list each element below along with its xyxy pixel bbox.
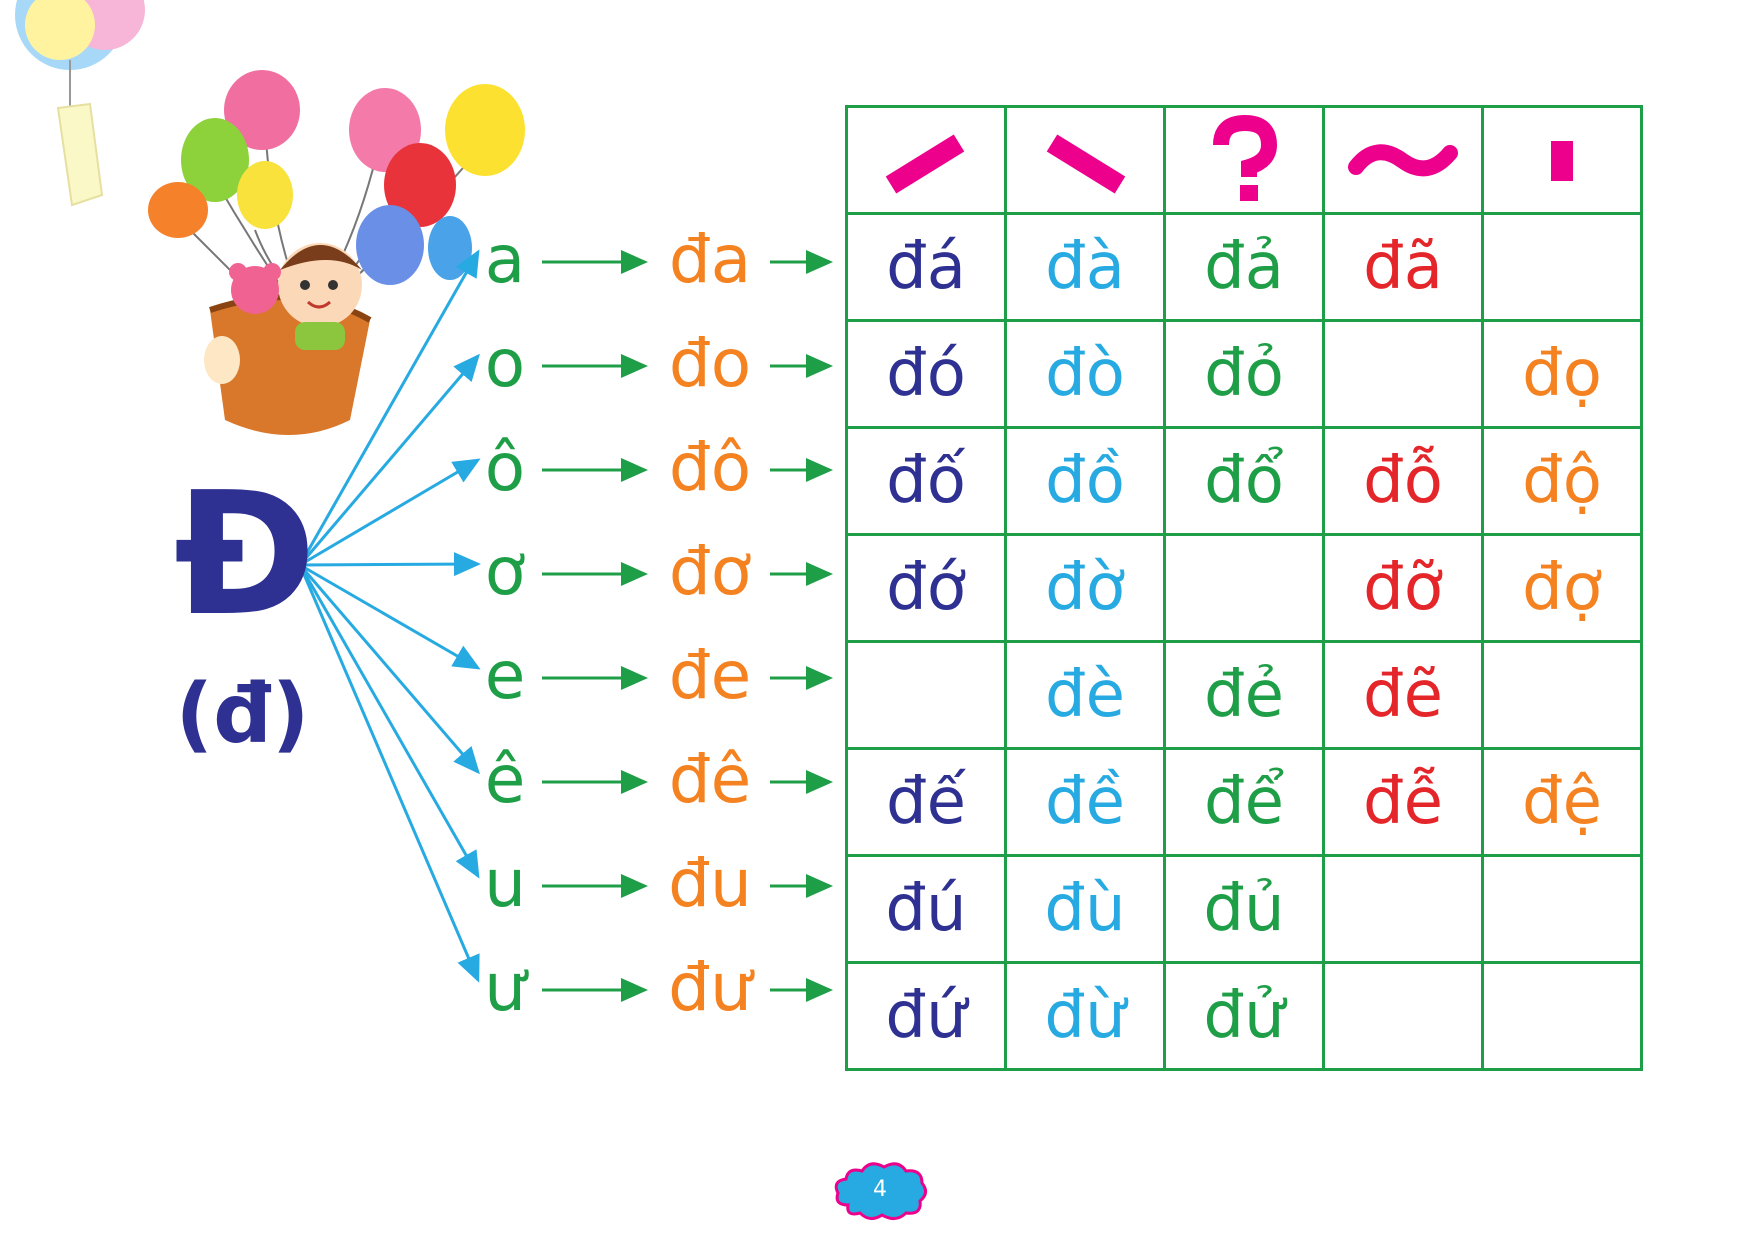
tone-header-sac: [845, 105, 1007, 215]
fan-arrow: [298, 564, 480, 983]
grid-cell: đà: [1004, 212, 1166, 322]
main-letter-uppercase: Đ: [173, 456, 317, 654]
vowel-label: ư: [484, 949, 526, 1026]
row-o: o đo: [470, 314, 840, 419]
grid-cell: đù: [1004, 854, 1166, 964]
row-u: u đu: [470, 834, 840, 939]
main-letter-lowercase: (đ): [175, 667, 310, 762]
grid-row: đè đẻ đẽ: [845, 640, 1643, 750]
syllable-label: đe: [668, 637, 752, 714]
tone-header-nang: [1481, 105, 1643, 215]
grid-cell: đọ: [1481, 319, 1643, 429]
row-a: a đa: [470, 210, 840, 315]
grid-cell: đờ: [1004, 533, 1166, 643]
grid-cell: đố: [845, 426, 1007, 536]
syllable-label: đơ: [668, 533, 752, 610]
vowel-label: e: [484, 637, 526, 714]
grid-cell: đỡ: [1322, 533, 1484, 643]
grid-cell: đừ: [1004, 961, 1166, 1071]
grid-row: đó đò đỏ đọ: [845, 319, 1643, 429]
grid-cell: [1481, 212, 1643, 322]
grid-cell: [1163, 533, 1325, 643]
huyen-mark-icon: [1046, 134, 1126, 194]
grid-cell: đế: [845, 747, 1007, 857]
grid-cell: đè: [1004, 640, 1166, 750]
grid-cell: đã: [1322, 212, 1484, 322]
grid-cell: đủ: [1163, 854, 1325, 964]
vowel-label: o: [484, 325, 526, 402]
grid-cell: đễ: [1322, 747, 1484, 857]
grid-cell: đồ: [1004, 426, 1166, 536]
nga-mark-icon: [1348, 144, 1458, 177]
grid-cell: đẽ: [1322, 640, 1484, 750]
grid-cell: đá: [845, 212, 1007, 322]
cloud-badge-icon: [834, 1162, 927, 1220]
syllable-label: đê: [668, 741, 752, 818]
grid-cell: đỗ: [1322, 426, 1484, 536]
vowel-label: ê: [484, 741, 526, 818]
row-u-horn: ư đư: [470, 938, 840, 1043]
tone-header-nga: [1322, 105, 1484, 215]
tone-header-hoi: [1163, 105, 1325, 215]
grid-row: đớ đờ đỡ đợ: [845, 533, 1643, 643]
grid-cell: [1481, 854, 1643, 964]
syllable-label: đô: [668, 429, 752, 506]
grid-cell: đổ: [1163, 426, 1325, 536]
row-e: e đe: [470, 626, 840, 731]
fan-arrow: [299, 563, 481, 670]
grid-cell: đớ: [845, 533, 1007, 643]
grid-cell: đò: [1004, 319, 1166, 429]
vowel-label: a: [484, 221, 526, 298]
fan-arrow: [299, 458, 481, 567]
tone-header-row: [845, 105, 1643, 215]
grid-cell: [1322, 961, 1484, 1071]
syllable-label: đo: [668, 325, 752, 402]
grid-cell: đợ: [1481, 533, 1643, 643]
grid-cell: đẻ: [1163, 640, 1325, 750]
vowel-label: ơ: [484, 533, 526, 610]
grid-row: đố đồ đổ đỗ độ: [845, 426, 1643, 536]
tone-header-huyen: [1004, 105, 1166, 215]
grid-row: đá đà đả đã: [845, 212, 1643, 322]
row-e-circumflex: ê đê: [470, 730, 840, 835]
syllable-label: đư: [668, 949, 752, 1026]
grid-row: đứ đừ đử: [845, 961, 1643, 1071]
syllable-label: đa: [668, 221, 752, 298]
grid-row: đế đề để đễ đệ: [845, 747, 1643, 857]
grid-cell: [1322, 319, 1484, 429]
row-o-horn: ơ đơ: [470, 522, 840, 627]
grid-cell: để: [1163, 747, 1325, 857]
nang-mark-icon: [1551, 141, 1573, 181]
vowel-label: ô: [484, 429, 526, 506]
grid-cell: đả: [1163, 212, 1325, 322]
grid-cell: [1322, 854, 1484, 964]
grid-row: đú đù đủ: [845, 854, 1643, 964]
grid-cell: [1481, 640, 1643, 750]
grid-cell: đỏ: [1163, 319, 1325, 429]
fan-arrow: [299, 552, 481, 577]
grid-cell: đứ: [845, 961, 1007, 1071]
grid-cell: [1481, 961, 1643, 1071]
sac-mark-icon: [885, 134, 965, 194]
grid-cell: đú: [845, 854, 1007, 964]
grid-cell: đử: [1163, 961, 1325, 1071]
grid-cell: [845, 640, 1007, 750]
grid-cell: đề: [1004, 747, 1166, 857]
grid-cell: đó: [845, 319, 1007, 429]
syllable-label: đu: [668, 845, 752, 922]
tone-grid: đá đà đả đã đó đò đỏ đọ đố đồ đổ đỗ độ đ…: [845, 105, 1643, 1071]
hoi-mark-icon: [1213, 115, 1278, 201]
grid-cell: độ: [1481, 426, 1643, 536]
corner-balloon-icon: [15, 0, 145, 207]
page-number: 4: [873, 1177, 887, 1202]
vowel-label: u: [484, 845, 526, 922]
grid-cell: đệ: [1481, 747, 1643, 857]
row-o-circumflex: ô đô: [470, 418, 840, 523]
